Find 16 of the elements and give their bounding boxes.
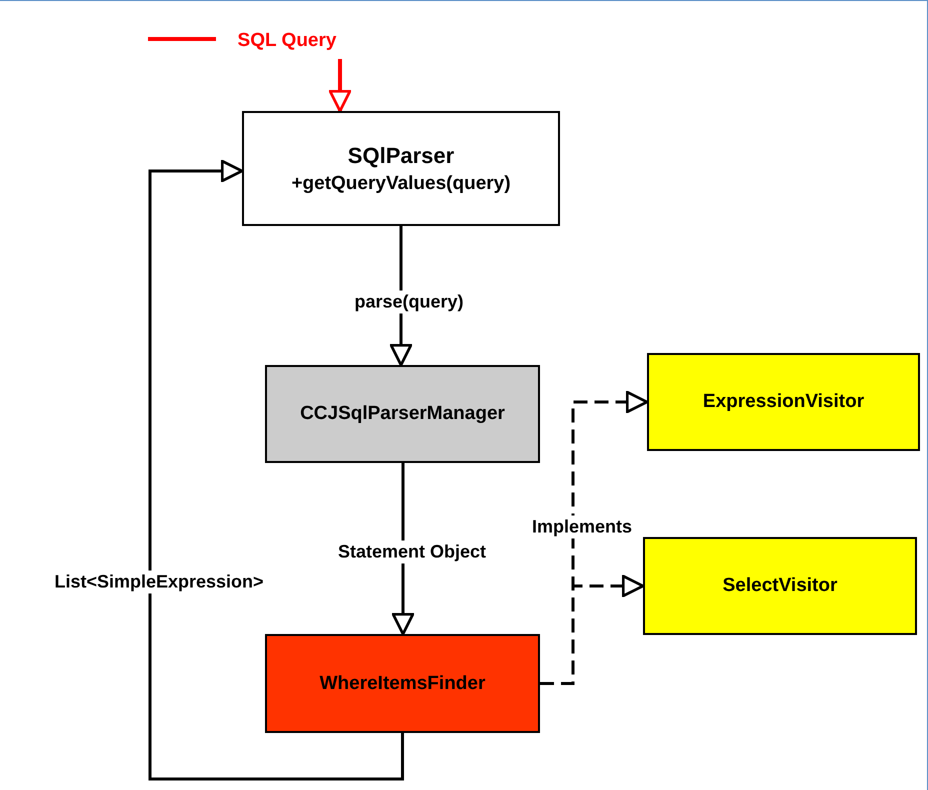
class-name: ExpressionVisitor [702, 390, 864, 414]
input-label: SQL Query [238, 29, 336, 54]
class-box [647, 353, 920, 451]
class-name: CCJSqlParserManager [300, 402, 505, 426]
class-box [643, 537, 917, 635]
class-box [242, 111, 560, 226]
method-signature: +getQueryValues(query) [291, 172, 511, 196]
class-box [265, 634, 540, 733]
class-name: WhereItemsFinder [320, 672, 486, 696]
class-box [265, 365, 540, 463]
edge-label: Statement Object [336, 540, 488, 564]
class-name: SelectVisitor [722, 574, 838, 598]
arrow [392, 463, 414, 636]
class-name: SQlParser [348, 142, 454, 170]
arrow [328, 59, 352, 112]
arrow [148, 160, 404, 780]
